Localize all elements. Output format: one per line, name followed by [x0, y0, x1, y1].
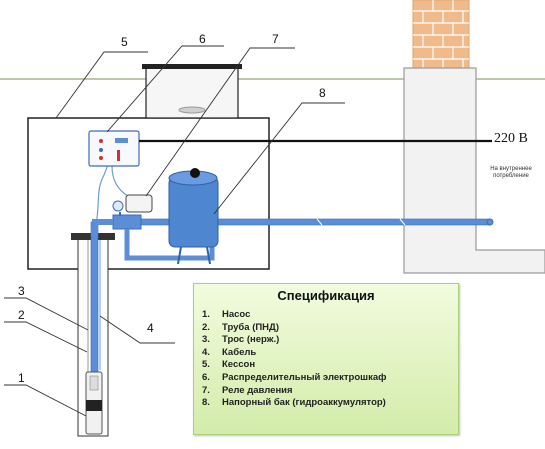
pipe-fitting — [112, 214, 142, 230]
leader-lines — [4, 45, 345, 417]
label-7: 7 — [272, 32, 279, 46]
label-4: 4 — [147, 321, 154, 335]
electrical-cabinet — [88, 130, 140, 167]
label-2: 2 — [18, 308, 25, 322]
spec-item: 8.Напорный бак (гидроаккумулятор) — [202, 397, 386, 409]
spec-item: 3.Трос (нерж.) — [202, 334, 280, 346]
specification-title: Спецификация — [277, 288, 375, 303]
spec-item: 1.Насос — [202, 309, 251, 320]
riser-pipe — [90, 221, 99, 373]
pressure-relay — [112, 194, 153, 216]
spec-item: 4.Кабель — [202, 346, 257, 358]
label-3: 3 — [18, 284, 25, 298]
spec-item: 6.Распределительный электрошкаф — [202, 371, 387, 383]
spec-item: 2.Труба (ПНД) — [202, 321, 279, 333]
pump — [85, 371, 103, 435]
pipe-end — [486, 218, 494, 226]
specification-panel: Спецификация 1.Насос 2.Труба (ПНД) 3.Тро… — [193, 283, 459, 435]
label-8: 8 — [319, 86, 326, 100]
specification-list: 1.Насос 2.Труба (ПНД) 3.Трос (нерж.) 4.К… — [202, 309, 386, 410]
internal-consumption-note: На внутреннее потребление — [490, 166, 532, 179]
label-6: 6 — [199, 32, 206, 46]
riser-connector — [91, 228, 98, 236]
pressure-tank — [168, 168, 219, 265]
cable-to-relay — [111, 165, 129, 197]
spec-item: 5.Кессон — [202, 359, 256, 371]
voltage-label: 220 В — [494, 131, 528, 146]
brick-chimney — [412, 0, 470, 69]
label-5: 5 — [121, 35, 128, 49]
tank-piping — [124, 229, 215, 261]
spec-item: 7.Реле давления — [202, 384, 293, 396]
label-1: 1 — [18, 371, 25, 385]
caisson-hatch — [142, 64, 242, 119]
